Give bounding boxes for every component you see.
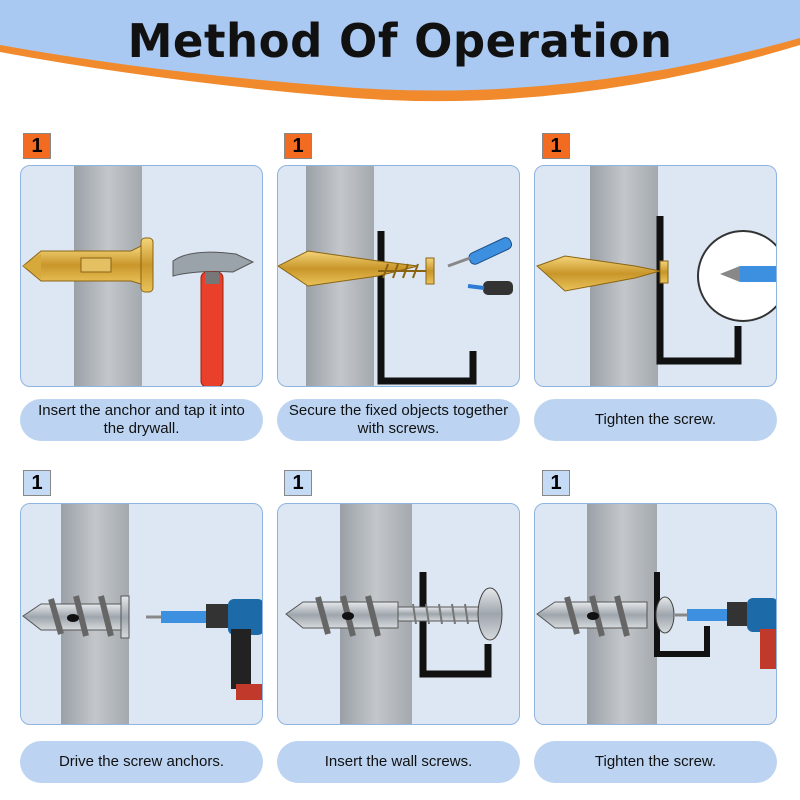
step-2-caption: Secure the fixed objects together with s… bbox=[277, 399, 520, 441]
step-badge-2: 1 bbox=[284, 133, 312, 159]
bit-magnifier-icon bbox=[697, 230, 776, 322]
step-5-illustration bbox=[277, 503, 520, 725]
gold-anchor-icon bbox=[536, 255, 669, 292]
header-banner: Method Of Operation bbox=[0, 0, 800, 115]
screw-icon bbox=[397, 587, 503, 641]
page-title: Method Of Operation bbox=[127, 14, 673, 68]
drill-icon bbox=[675, 598, 776, 669]
step-badge-5: 1 bbox=[284, 470, 312, 496]
hammer-icon bbox=[172, 251, 255, 386]
gold-anchor-icon bbox=[22, 237, 154, 293]
step-3-illustration bbox=[534, 165, 777, 387]
screwdriver-icon bbox=[447, 237, 513, 295]
drill-icon bbox=[146, 599, 262, 700]
gold-anchor-icon bbox=[278, 250, 435, 287]
step-2-illustration bbox=[277, 165, 520, 387]
step-4-illustration bbox=[20, 503, 263, 725]
step-3-caption: Tighten the screw. bbox=[534, 399, 777, 441]
step-badge-1: 1 bbox=[23, 133, 51, 159]
bracket-icon bbox=[377, 231, 477, 385]
step-6-caption: Tighten the screw. bbox=[534, 741, 777, 783]
bracket-icon bbox=[419, 572, 492, 678]
silver-anchor-icon bbox=[285, 595, 399, 637]
bracket-icon bbox=[656, 216, 742, 365]
step-1-illustration bbox=[20, 165, 263, 387]
step-4-caption: Drive the screw anchors. bbox=[20, 741, 263, 783]
step-badge-3: 1 bbox=[542, 133, 570, 159]
step-6-illustration bbox=[534, 503, 777, 725]
step-5-caption: Insert the wall screws. bbox=[277, 741, 520, 783]
step-1-caption: Insert the anchor and tap it into the dr… bbox=[20, 399, 263, 441]
step-badge-4: 1 bbox=[23, 470, 51, 496]
silver-anchor-icon bbox=[536, 595, 675, 637]
silver-anchor-icon bbox=[22, 595, 130, 639]
step-badge-6: 1 bbox=[542, 470, 570, 496]
